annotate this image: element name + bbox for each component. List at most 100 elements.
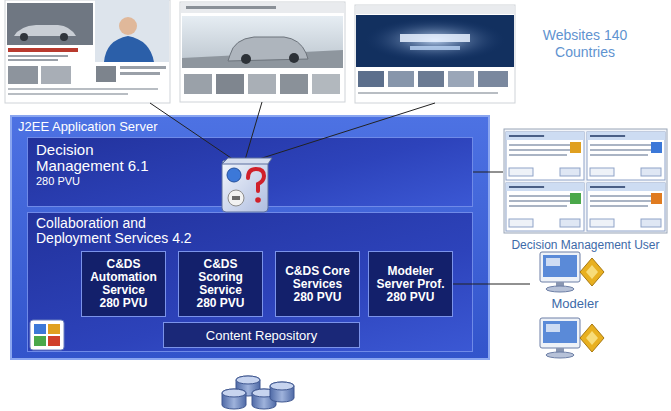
screenshot-art bbox=[560, 168, 580, 176]
computer-icon bbox=[540, 252, 604, 292]
screenshot-art bbox=[509, 135, 544, 137]
website-screenshot bbox=[289, 53, 299, 63]
connector-line bbox=[453, 284, 530, 285]
puzzle-icon bbox=[30, 320, 64, 350]
database-icon bbox=[270, 382, 294, 390]
service-box: C&DS Scoring Service280 PVU bbox=[178, 251, 263, 317]
connector-line bbox=[473, 172, 503, 173]
website-screenshot bbox=[41, 66, 71, 84]
capacity-label: 280 PVU bbox=[28, 174, 472, 189]
website-screenshot bbox=[95, 0, 169, 62]
computer-icon bbox=[580, 324, 604, 352]
computer-icon bbox=[540, 318, 604, 358]
puzzle-icon bbox=[34, 324, 46, 334]
computer-icon bbox=[540, 252, 580, 282]
puzzle-icon bbox=[48, 336, 60, 346]
product-band: C&DS Automation Service280 PVUC&DS Scori… bbox=[27, 212, 473, 352]
capacity-label: 280 PVU bbox=[99, 297, 147, 310]
box-label: C&DS Scoring Service bbox=[184, 258, 257, 297]
user-screenshot: Decision Management User bbox=[503, 128, 668, 256]
box-label: Modeler Server Prof. bbox=[374, 265, 447, 291]
website-screenshot bbox=[8, 48, 78, 52]
screenshot-art bbox=[509, 200, 573, 202]
website-screenshot bbox=[8, 93, 128, 95]
screenshot-art bbox=[587, 132, 665, 140]
screenshot-art bbox=[590, 186, 625, 188]
screenshot-art bbox=[590, 154, 648, 156]
website-screenshot bbox=[358, 92, 498, 94]
computer-icon bbox=[546, 324, 560, 332]
screenshot-art bbox=[641, 219, 661, 227]
decision-icon bbox=[227, 168, 241, 182]
screenshot-art bbox=[506, 183, 584, 231]
website-screenshot bbox=[365, 18, 505, 62]
screenshot-art bbox=[587, 132, 665, 180]
website-screenshot bbox=[248, 74, 276, 94]
computer-icon bbox=[586, 331, 598, 345]
computer-icon bbox=[546, 352, 574, 358]
screenshot-art bbox=[590, 219, 614, 227]
website-screenshot bbox=[181, 3, 344, 13]
screenshot-art bbox=[590, 200, 654, 202]
service-box: Modeler Server Prof.280 PVU bbox=[368, 251, 453, 317]
box-label: Modeler bbox=[530, 250, 620, 311]
website-screenshot bbox=[355, 5, 515, 103]
screenshot-art bbox=[587, 132, 665, 180]
website-screenshot bbox=[280, 74, 308, 94]
screenshot-art bbox=[587, 183, 665, 231]
screenshot-art bbox=[509, 168, 533, 176]
website-screenshot bbox=[96, 66, 116, 82]
website-screenshot bbox=[356, 6, 514, 14]
website-leader-line bbox=[150, 103, 234, 160]
screenshot-art bbox=[641, 168, 661, 176]
capacity-label: 280 PVU bbox=[386, 291, 434, 304]
computer-icon bbox=[586, 265, 598, 279]
website-screenshot bbox=[355, 5, 515, 103]
computer-icon bbox=[546, 286, 574, 292]
screenshot-art bbox=[509, 186, 544, 188]
database-icon bbox=[222, 389, 246, 409]
screenshot-art bbox=[509, 219, 533, 227]
puzzle-icon bbox=[34, 336, 46, 346]
screenshot-art bbox=[590, 205, 648, 207]
database-icon bbox=[236, 376, 260, 384]
website-screenshot bbox=[8, 88, 158, 90]
box-label: Collaboration and Deployment Services 4.… bbox=[28, 213, 229, 246]
website-screenshot bbox=[119, 17, 137, 35]
website-screenshot bbox=[8, 55, 68, 57]
website-screenshot bbox=[388, 71, 414, 87]
database-icon bbox=[222, 389, 246, 397]
website-screenshot bbox=[180, 2, 345, 102]
decision-icon bbox=[248, 169, 264, 191]
screenshot-art bbox=[506, 183, 584, 231]
website-screenshot bbox=[8, 66, 38, 84]
screenshot-art bbox=[503, 128, 668, 234]
website-screenshot bbox=[180, 2, 345, 102]
service-box: C&DS Automation Service280 PVU bbox=[81, 251, 166, 317]
screenshot-art bbox=[509, 154, 567, 156]
screenshot-art bbox=[651, 193, 662, 204]
screenshot-art bbox=[506, 132, 584, 180]
decision-icon bbox=[222, 160, 268, 212]
website-screenshot bbox=[5, 0, 170, 103]
website-screenshot bbox=[448, 71, 474, 87]
screenshot-art bbox=[504, 129, 667, 233]
screenshot-art bbox=[506, 132, 584, 180]
website-screenshot bbox=[358, 71, 384, 87]
screenshot-art bbox=[570, 142, 581, 153]
screenshot-art bbox=[590, 149, 654, 151]
website-screenshot bbox=[478, 71, 508, 87]
website-screenshot bbox=[8, 59, 58, 61]
screenshot-art bbox=[587, 183, 665, 231]
website-screenshot bbox=[104, 36, 154, 62]
service-box: C&DS Core Services280 PVU bbox=[275, 251, 360, 317]
decision-icon bbox=[232, 196, 240, 200]
website-screenshot bbox=[5, 0, 170, 103]
database-icon bbox=[222, 376, 294, 409]
website-screenshot bbox=[182, 16, 343, 68]
screenshot-art bbox=[506, 183, 584, 191]
box-label: C&DS Automation Service bbox=[87, 258, 160, 297]
website-leader-line bbox=[150, 102, 435, 160]
